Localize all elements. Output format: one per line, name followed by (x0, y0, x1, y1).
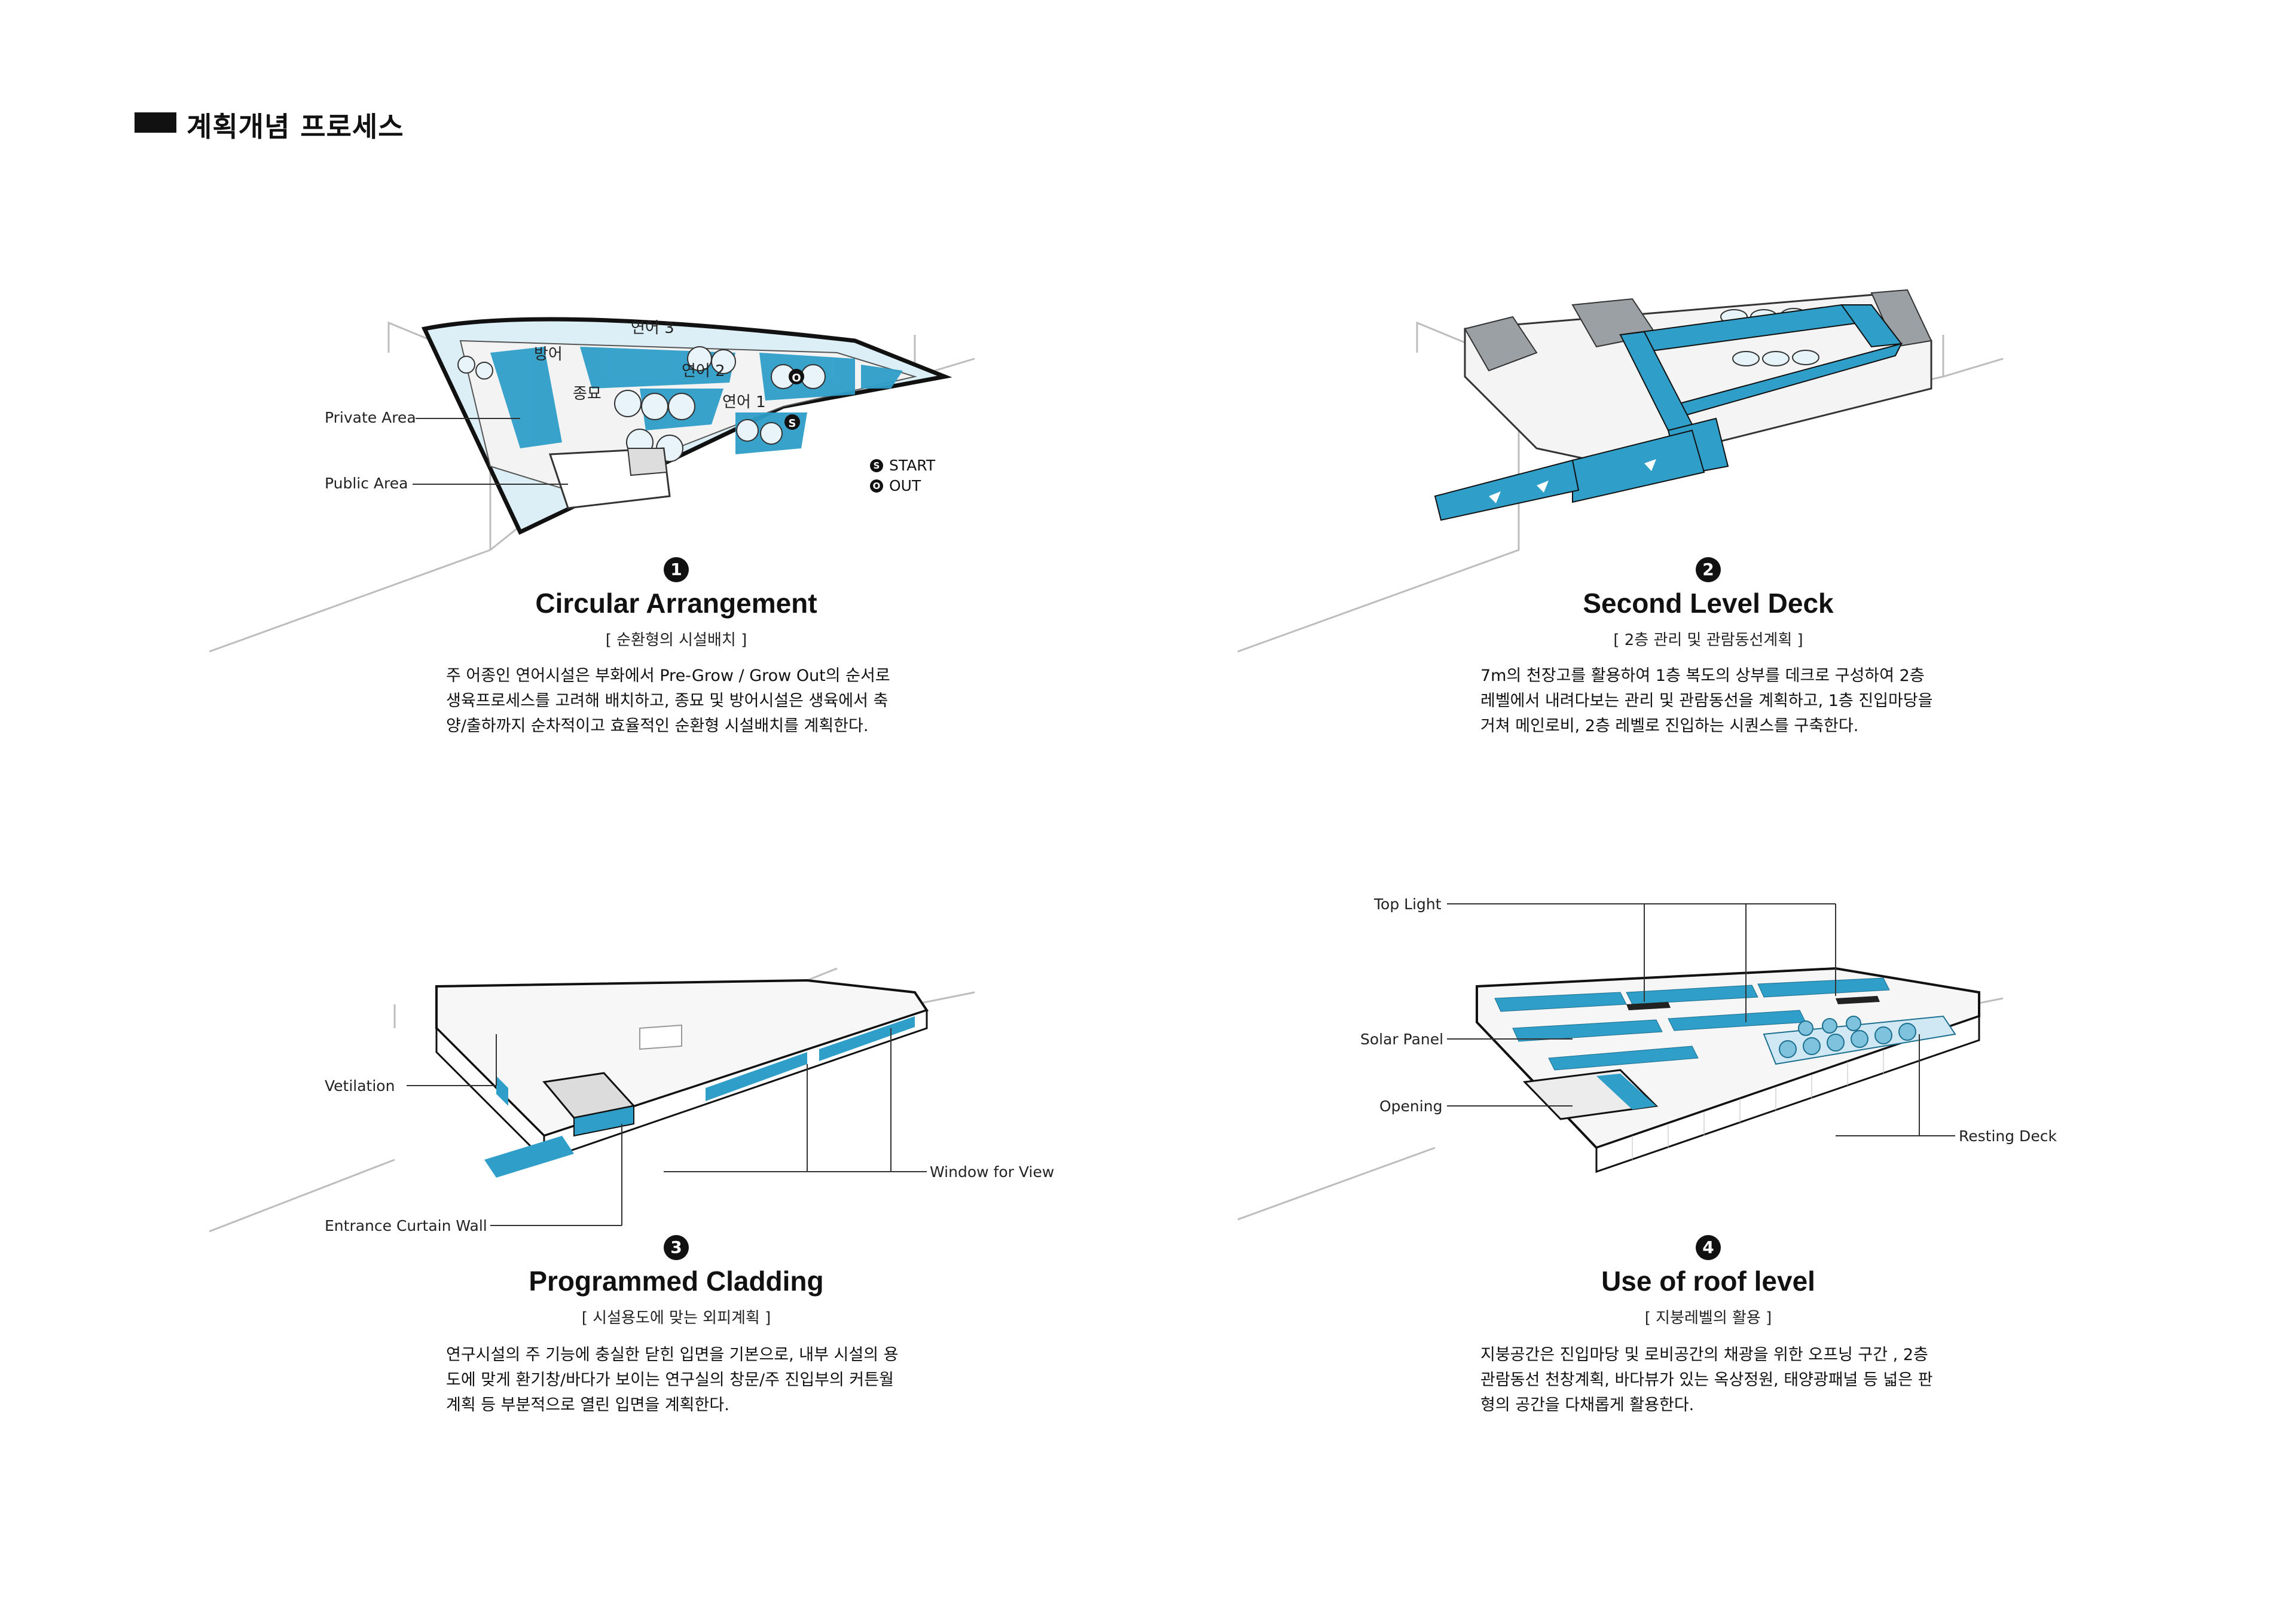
callout-window-for-view: Window for View (930, 1163, 1054, 1181)
callout-solar-panel: Solar Panel (1360, 1031, 1443, 1048)
panel4-diagram (1238, 885, 2015, 1315)
panel4-number: 4 (1696, 1235, 1721, 1260)
panel1-description: 주 어종인 연어시설은 부화에서 Pre-Grow / Grow Out의 순서… (446, 664, 900, 739)
panel2-title: Second Level Deck (1439, 587, 1977, 619)
legend-out-label: OUT (889, 477, 921, 494)
panel4-title: Use of roof level (1439, 1265, 1977, 1297)
callout-resting-deck: Resting Deck (1959, 1127, 2057, 1145)
start-icon: S (870, 459, 883, 472)
panel4-subtitle: [ 지붕레벨의 활용 ] (1439, 1306, 1977, 1328)
panel1-title: Circular Arrangement (407, 587, 945, 619)
page-title: 계획개념 프로세스 (187, 105, 404, 145)
callout-private-area: Private Area (325, 409, 416, 426)
callout-opening: Opening (1379, 1098, 1442, 1115)
label-seed: 종묘 (573, 381, 602, 404)
panel4-description: 지붕공간은 진입마당 및 로비공간의 채광을 위한 오프닝 구간 , 2층 관람… (1480, 1343, 1935, 1418)
legend-start-label: START (889, 457, 935, 474)
label-salmon2: 연어 2 (682, 359, 725, 381)
callout-ventilation: Vetilation (325, 1077, 395, 1095)
legend-start: S START (870, 457, 935, 474)
panel1-number: 1 (664, 557, 689, 582)
panel2-subtitle: [ 2층 관리 및 관람동선계획 ] (1439, 628, 1977, 650)
panel2-number: 2 (1696, 557, 1721, 582)
panel3-number: 3 (664, 1235, 689, 1260)
callout-entrance-curtain-wall: Entrance Curtain Wall (325, 1217, 487, 1234)
label-salmon1: 연어 1 (722, 390, 766, 412)
panel3-title: Programmed Cladding (407, 1265, 945, 1297)
callout-top-light: Top Light (1374, 895, 1442, 913)
label-yellowtail: 방어 (534, 342, 563, 364)
callout-public-area: Public Area (325, 475, 408, 492)
out-icon: O (870, 479, 883, 493)
svg-text:O: O (792, 372, 801, 384)
svg-text:S: S (789, 417, 796, 430)
legend-out: O OUT (870, 477, 921, 494)
panel3-subtitle: [ 시설용도에 맞는 외피계획 ] (407, 1306, 945, 1328)
panel1-subtitle: [ 순환형의 시설배치 ] (407, 628, 945, 650)
header-marker (135, 112, 176, 133)
label-salmon3: 연어 3 (631, 316, 674, 338)
panel2-description: 7m의 천장고를 활용하여 1층 복도의 상부를 데크로 구성하여 2층 레벨에… (1480, 664, 1935, 739)
panel3-description: 연구시설의 주 기능에 충실한 닫힌 입면을 기본으로, 내부 시설의 용도에 … (446, 1343, 900, 1418)
